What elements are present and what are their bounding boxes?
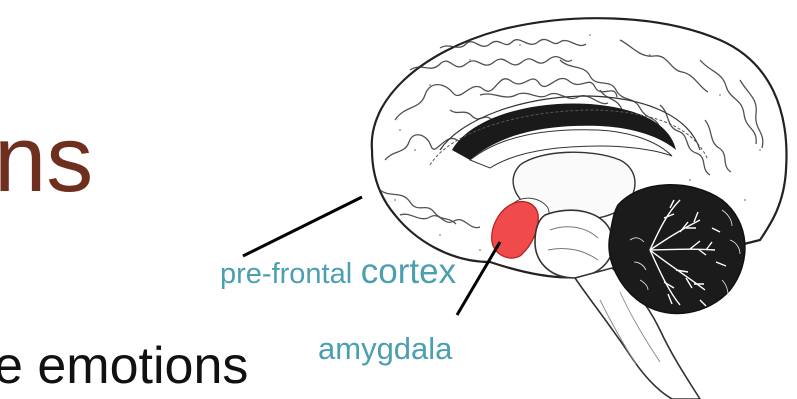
pons [535,210,613,278]
prefrontal-prefix: pre-frontal [220,258,352,290]
prefrontal-leader-line [243,197,362,256]
amygdala-label: amygdala [318,333,452,364]
prefrontal-main: cortex [361,252,456,291]
prefrontal-cortex-label: pre-frontal cortex [220,254,456,289]
